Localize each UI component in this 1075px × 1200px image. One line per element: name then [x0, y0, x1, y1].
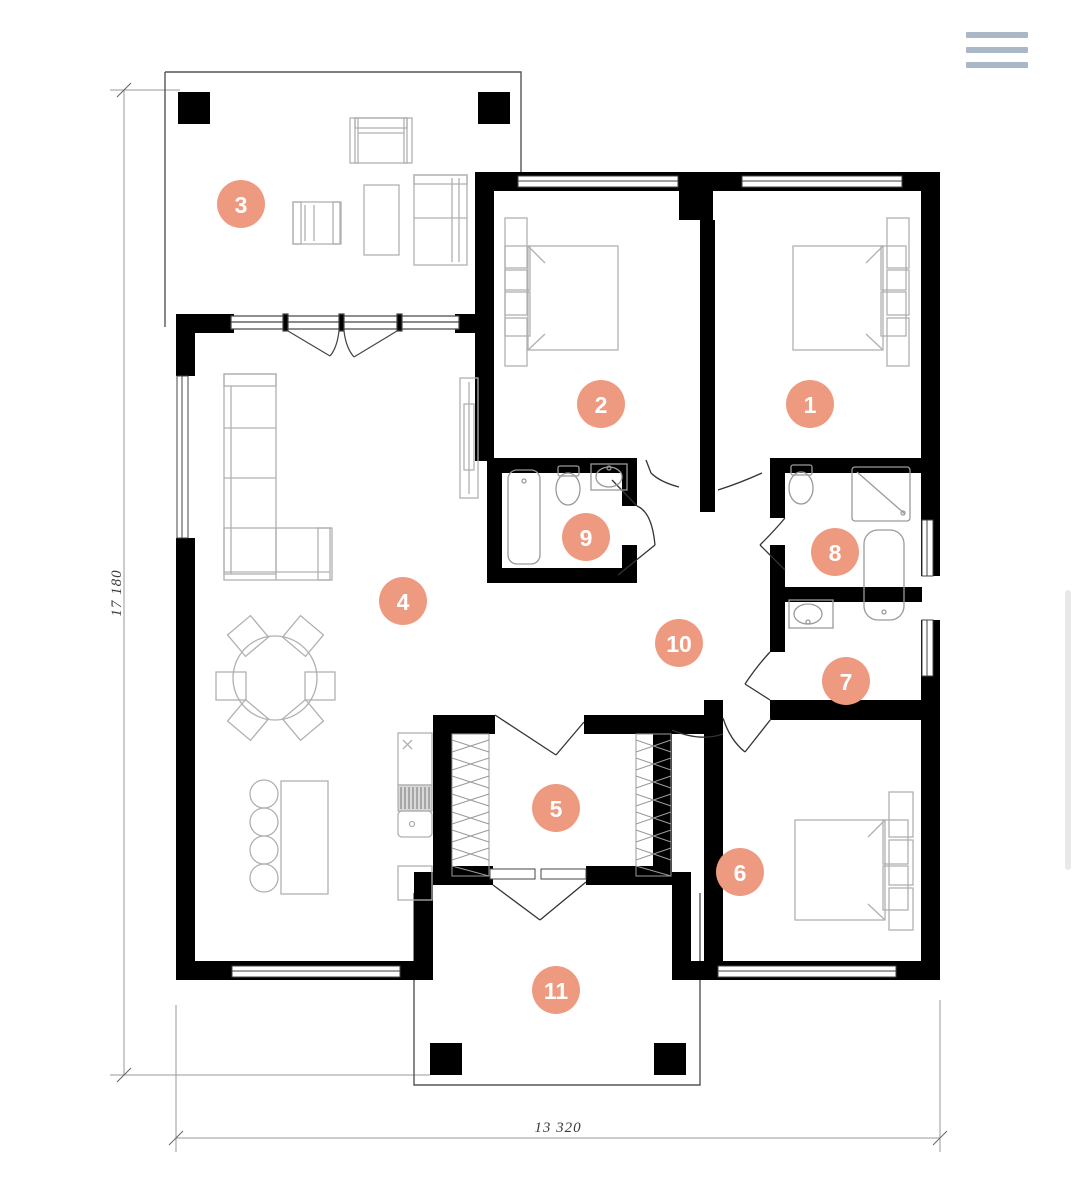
badge-circle — [217, 180, 265, 228]
hamburger-menu-button[interactable] — [966, 28, 1028, 72]
room-badge-7[interactable]: 7 — [822, 657, 870, 705]
windows — [176, 175, 934, 978]
bathroom-8-fixtures — [788, 464, 911, 629]
wardrobe-5-rails — [451, 733, 672, 877]
room-badge-8[interactable]: 8 — [811, 528, 859, 576]
terrace-columns — [178, 92, 510, 124]
terrace-outline — [164, 71, 522, 327]
badge-circle — [562, 513, 610, 561]
badge-number: 8 — [829, 540, 842, 566]
badge-circle — [577, 380, 625, 428]
living-room-furniture — [215, 373, 479, 901]
badge-number: 6 — [734, 860, 747, 886]
menu-bar-2 — [966, 47, 1028, 53]
walls — [176, 172, 940, 980]
badge-circle — [786, 380, 834, 428]
badge-number: 10 — [666, 631, 692, 657]
dimension-lines — [110, 82, 948, 1152]
entry-porch-columns — [430, 1043, 686, 1075]
badge-circle — [655, 619, 703, 667]
scrollbar-track[interactable] — [1061, 0, 1075, 1200]
badge-number: 7 — [840, 669, 853, 695]
badge-circle — [811, 528, 859, 576]
door-swings — [492, 459, 786, 921]
room-badge-6[interactable]: 6 — [716, 848, 764, 896]
badge-number: 11 — [544, 978, 569, 1004]
entry-porch-outline — [413, 893, 701, 1086]
badge-number: 5 — [550, 796, 563, 822]
badge-circle — [532, 784, 580, 832]
room-badge-5[interactable]: 5 — [532, 784, 580, 832]
scrollbar-thumb[interactable] — [1065, 590, 1071, 870]
bedroom-1-furniture — [792, 217, 910, 367]
menu-bar-3 — [966, 62, 1028, 68]
badge-number: 4 — [397, 589, 410, 615]
terrace-furniture — [292, 117, 468, 266]
badge-number: 1 — [804, 392, 817, 418]
room-badge-4[interactable]: 4 — [379, 577, 427, 625]
badge-circle — [532, 966, 580, 1014]
room-badge-1[interactable]: 1 — [786, 380, 834, 428]
terrace-sliding-doors — [230, 313, 460, 358]
menu-bar-1 — [966, 32, 1028, 38]
badge-number: 9 — [580, 525, 593, 551]
bathroom-9-fixtures — [507, 463, 628, 565]
vertical-dimension-label: 17 180 — [109, 569, 125, 616]
badge-number: 2 — [595, 392, 608, 418]
bedroom-2-furniture — [504, 217, 619, 367]
badge-circle — [716, 848, 764, 896]
badge-circle — [822, 657, 870, 705]
room-badge-2[interactable]: 2 — [577, 380, 625, 428]
badge-number: 3 — [235, 192, 248, 218]
horizontal-dimension-label: 13 320 — [534, 1120, 581, 1136]
room-badge-10[interactable]: 10 — [655, 619, 703, 667]
room-badge-3[interactable]: 3 — [217, 180, 265, 228]
badge-circle — [379, 577, 427, 625]
bedroom-6-furniture — [794, 791, 914, 931]
room-badge-11[interactable]: 11 — [532, 966, 580, 1014]
room-badges[interactable]: 1 2 3 4 5 6 7 8 9 10 11 — [217, 180, 870, 1014]
room-badge-9[interactable]: 9 — [562, 513, 610, 561]
